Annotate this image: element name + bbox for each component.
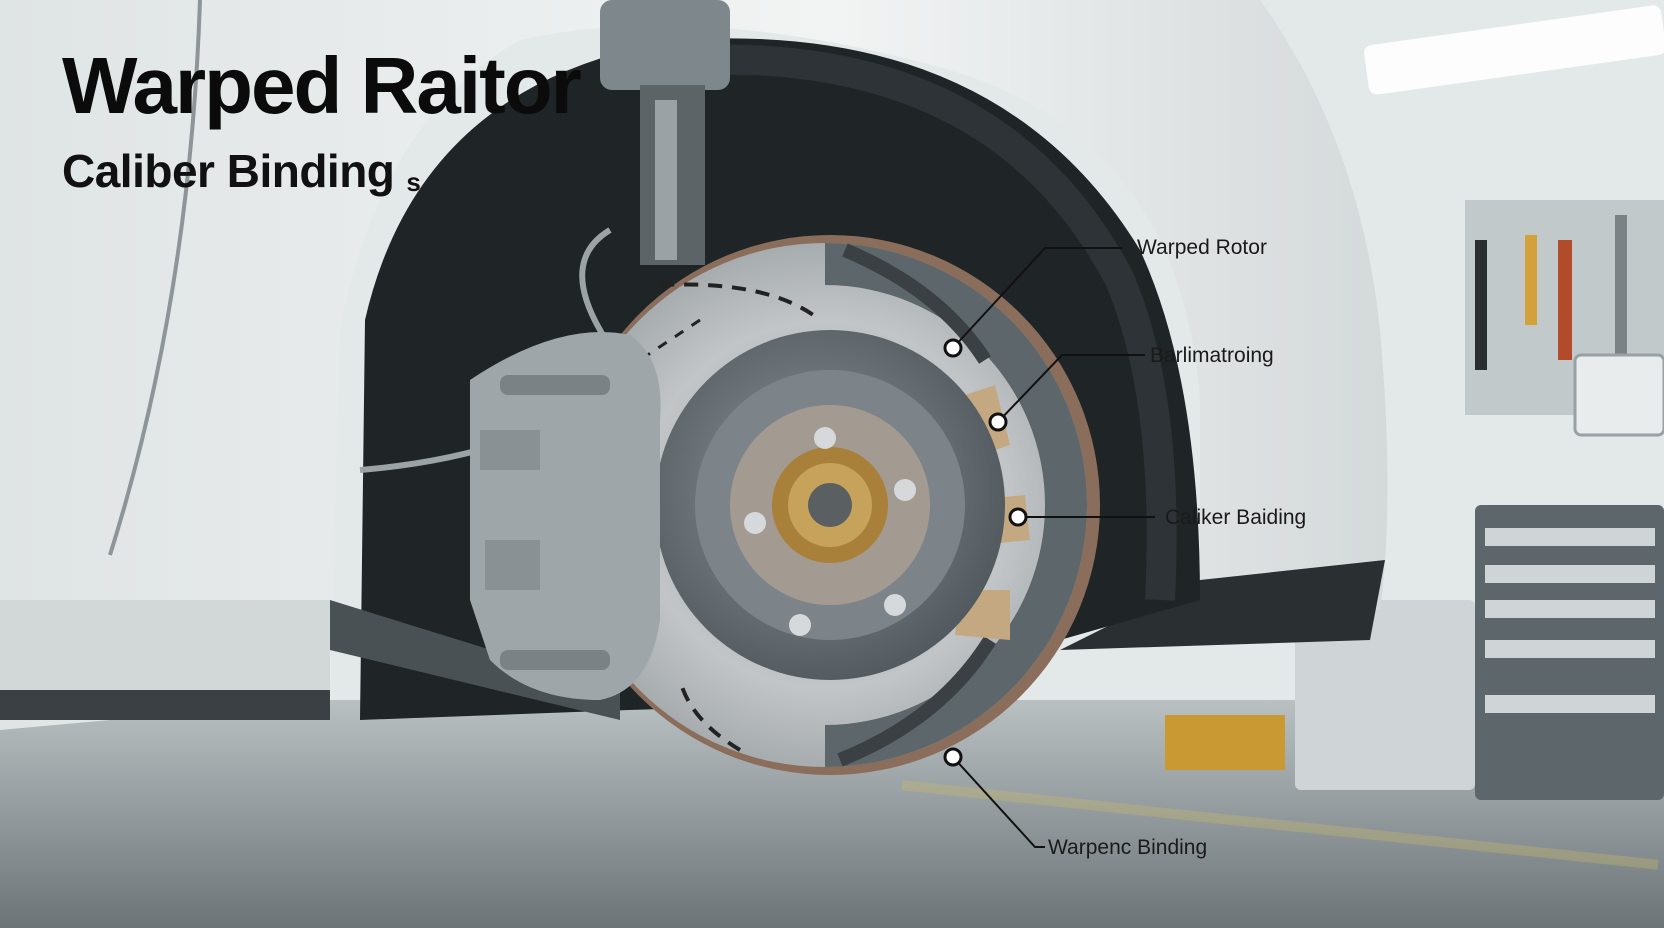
pliers-tool <box>1558 240 1572 360</box>
car-rocker-panel <box>0 600 330 690</box>
cabinet-drawer <box>1485 640 1655 658</box>
callout-leader-warped-rotor <box>952 247 1122 349</box>
car-body <box>0 0 1388 730</box>
headline: Warped Raitor Caliber Binding s <box>62 41 582 196</box>
callout-label-barlimatroing: Barlimatroing <box>1150 344 1274 367</box>
callout-dot-warped-rotor <box>943 338 963 358</box>
callout-leader-warpenc-binding <box>952 756 1045 848</box>
callout-label-warped-rotor: Warped Rotor <box>1137 236 1267 259</box>
rotor-cutaway-section <box>825 243 1087 767</box>
callout-dot-barlimatroing <box>988 412 1008 432</box>
page-subtitle-suffix: s <box>406 167 421 197</box>
screwdriver-tool <box>1525 235 1537 325</box>
car-door-seam <box>108 0 202 556</box>
wheel-well-liner <box>699 44 1177 601</box>
strut-spring-housing <box>600 0 730 90</box>
floor-stripe <box>901 780 1659 870</box>
diagnostic-monitor <box>1573 353 1664 437</box>
brake-caliper <box>470 332 661 700</box>
cabinet-drawer <box>1485 565 1655 583</box>
callout-leader-barlimatroing <box>997 354 1145 423</box>
car-bumper-trim <box>1060 560 1385 650</box>
yellow-stand <box>1165 715 1285 770</box>
strut-shaft <box>655 100 677 260</box>
wrench-tool <box>1475 240 1487 370</box>
car-lower-trim <box>0 690 330 720</box>
service-machine <box>1295 600 1475 790</box>
wheel-hub <box>655 330 1005 680</box>
page-subtitle-text: Caliber Binding <box>62 145 395 197</box>
page-subtitle: Caliber Binding s <box>62 148 580 195</box>
callout-label-warpenc-binding: Warpenc Binding <box>1048 836 1208 859</box>
cabinet-drawer <box>1485 528 1655 546</box>
cabinet-drawer <box>1485 695 1655 713</box>
ceiling-light <box>1364 5 1664 95</box>
callout-label-caliker-baiding: Caliker Baiding <box>1165 506 1307 529</box>
callout-dot-caliker-baiding <box>1008 507 1028 527</box>
cabinet-drawer <box>1485 600 1655 618</box>
page-title: Warped Raitor <box>62 41 582 130</box>
wrench-tool-2 <box>1615 215 1627 355</box>
callout-dot-warpenc-binding <box>943 747 963 767</box>
